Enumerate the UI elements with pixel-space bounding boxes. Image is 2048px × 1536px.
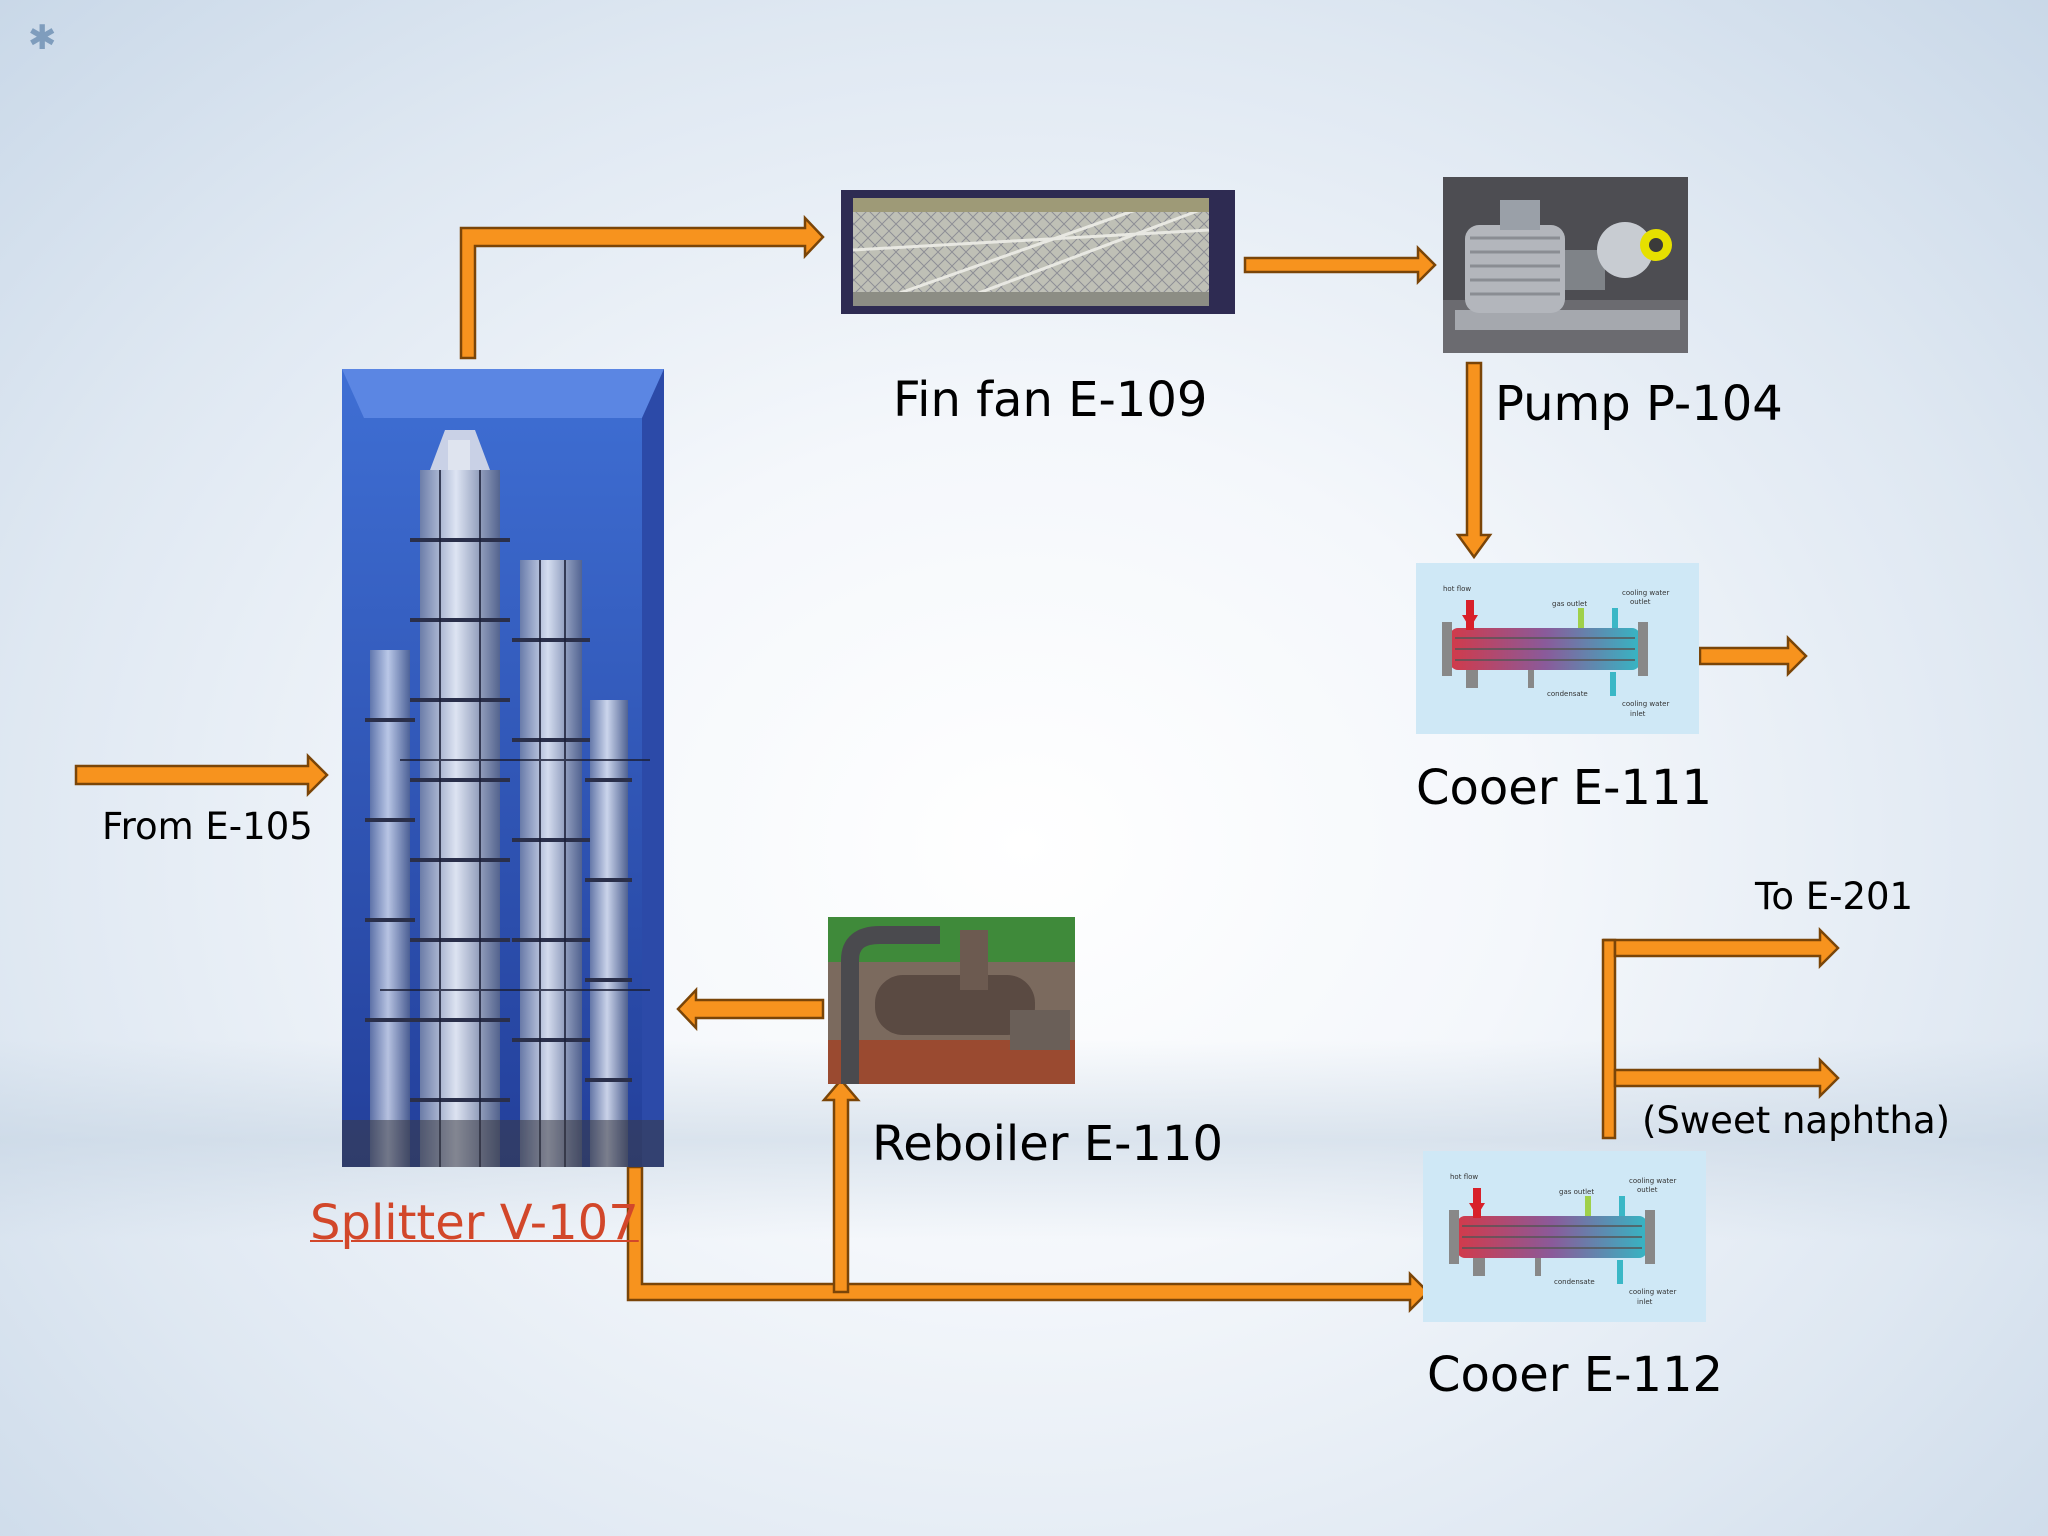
pump-image [1443,177,1688,353]
reboiler-label: Reboiler E-110 [872,1116,1224,1172]
arrow-splitter-to-finfan [459,214,825,360]
arrow-pump-to-cooler111 [1455,361,1493,560]
e112-cw-outlet-label-2: outlet [1637,1186,1658,1194]
e112-hot-flow-label: hot flow [1450,1173,1478,1181]
to-e201-label: To E-201 [1755,875,1914,918]
arrow-sweet-naphtha [1613,1056,1840,1100]
cooler-e111-label: Cooer E-111 [1416,760,1713,816]
finfan-image [841,190,1235,314]
fin-fan-label: Fin fan E-109 [893,372,1208,428]
arrow-bottoms-to-cooler112 [626,1165,1430,1314]
reboiler-image [828,917,1075,1084]
e111-gas-outlet-label: gas outlet [1552,600,1587,608]
arrow-branch-to-reboiler [821,1078,861,1294]
e112-cw-outlet-label-1: cooling water [1629,1177,1676,1185]
arrow-feed-from-e105 [74,752,329,798]
splitter-tower-image [342,369,664,1167]
from-e105-label: From E-105 [102,805,313,848]
e112-cw-inlet-label-2: inlet [1637,1298,1653,1306]
splitter-link[interactable]: Splitter V-107 [310,1195,639,1251]
arrow-finfan-to-pump [1243,244,1437,286]
e112-cw-inlet-label-1: cooling water [1629,1288,1676,1296]
arrow-to-e201 [1603,926,1840,970]
e112-condensate-label: condensate [1554,1278,1595,1286]
arrow-cooler111-outlet [1698,634,1808,678]
arrow-cooler112-riser [1601,938,1617,1140]
e112-gas-outlet-label: gas outlet [1559,1188,1594,1196]
decorative-star-icon: ✱ [28,18,57,58]
e111-cw-inlet-label-1: cooling water [1622,700,1669,708]
cooler-e112-label: Cooer E-112 [1427,1347,1724,1403]
cooler-e112-image: hot flow gas outlet cooling water outlet… [1423,1151,1706,1322]
cooler-e111-image: hot flow gas outlet cooling water outlet… [1416,563,1699,734]
e111-cw-outlet-label-1: cooling water [1622,589,1669,597]
e111-hot-flow-label: hot flow [1443,585,1471,593]
e111-cw-outlet-label-2: outlet [1630,598,1651,606]
sweet-naphtha-label: (Sweet naphtha) [1642,1099,1951,1142]
arrow-reboiler-to-splitter [676,986,825,1032]
pump-label: Pump P-104 [1495,376,1783,432]
e111-condensate-label: condensate [1547,690,1588,698]
e111-cw-inlet-label-2: inlet [1630,710,1646,718]
